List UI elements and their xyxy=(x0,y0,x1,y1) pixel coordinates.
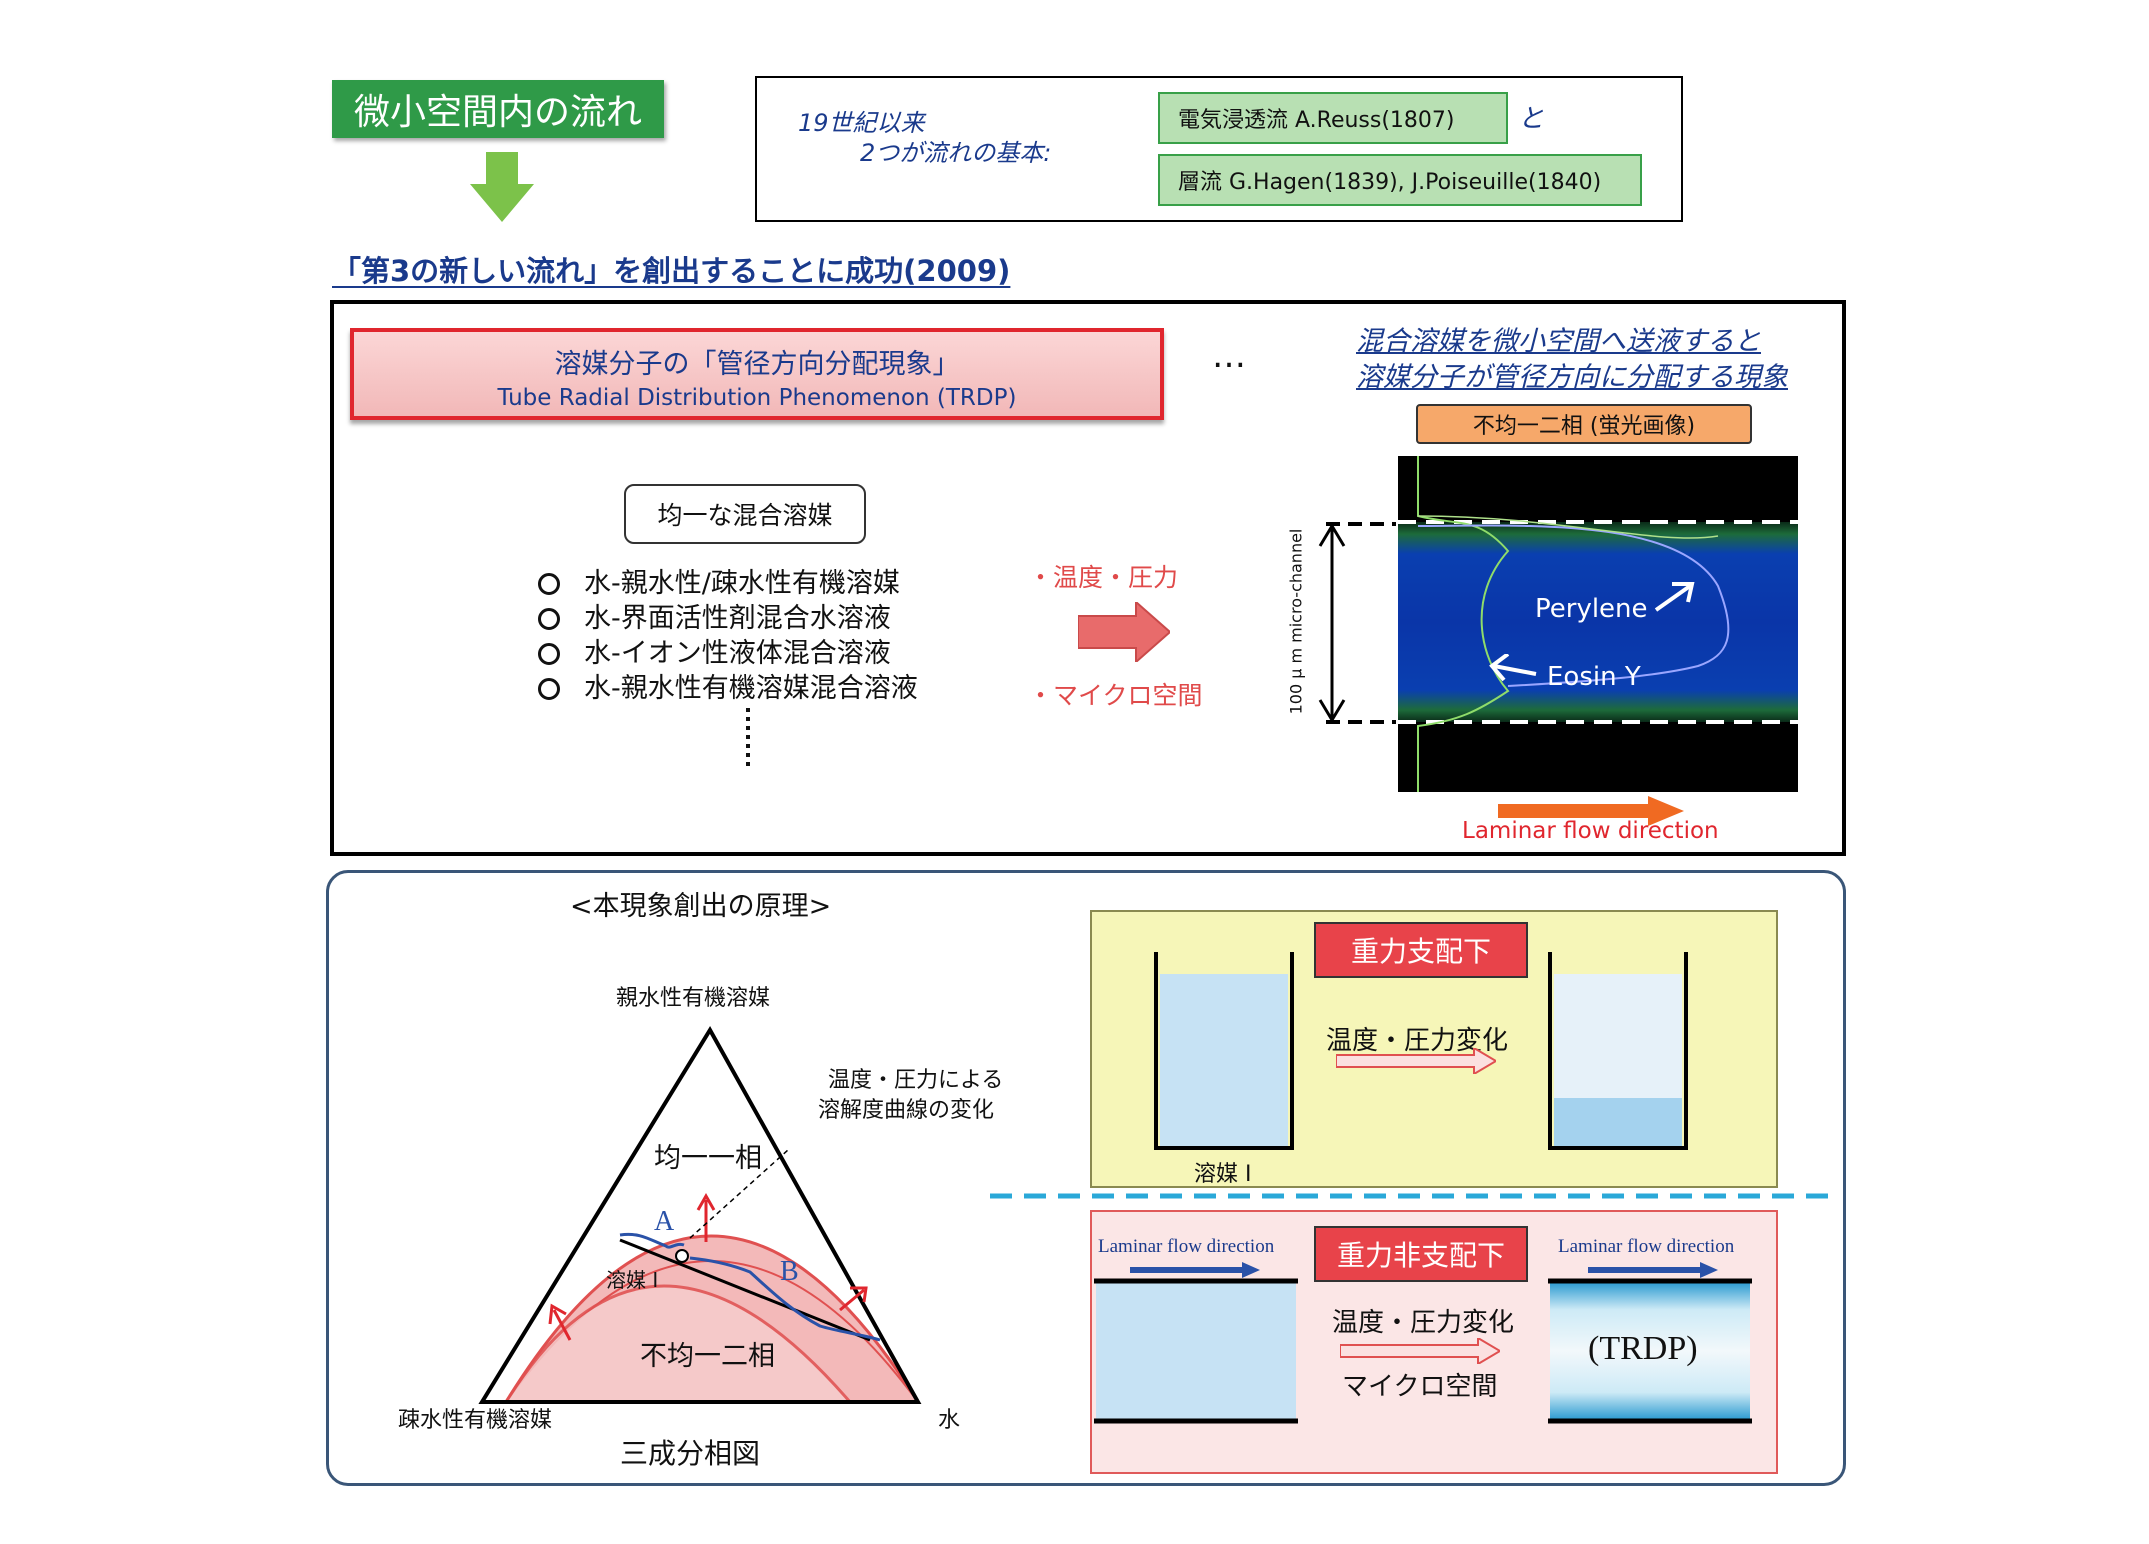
beaker-before xyxy=(1154,952,1294,1150)
right-arrow-icon xyxy=(1078,602,1170,662)
list-item-text: 水-親水性有機溶媒混合溶液 xyxy=(584,673,918,704)
apex-right-label: 水 xyxy=(938,1408,961,1433)
principle-heading: <本現象創出の原理> xyxy=(570,891,832,922)
perylene-arrow-icon xyxy=(1654,582,1695,612)
desc-line-1: 混合溶媒を微小空間へ送液すると xyxy=(1356,326,1761,357)
trdp-panel xyxy=(330,300,1846,856)
trdp-label: (TRDP) xyxy=(1588,1330,1698,1367)
principle-panel xyxy=(326,870,1846,1486)
change-label-2: 温度・圧力変化 xyxy=(1332,1308,1515,1338)
desc-line-2: 溶媒分子が管径方向に分配する現象 xyxy=(1356,362,1788,393)
ellipsis: … xyxy=(1212,336,1250,376)
divider xyxy=(990,1193,1830,1199)
trdp-title-jp: 溶媒分子の「管径方向分配現象」 xyxy=(554,349,960,380)
change-arrow-2-icon xyxy=(1340,1338,1500,1364)
nongravity-label: 重力非支配下 xyxy=(1314,1226,1528,1282)
apex-left-label: 疎水性有機溶媒 xyxy=(398,1408,553,1433)
beaker-label: 溶媒 I xyxy=(1194,1162,1252,1187)
condition-temperature: ・温度・圧力 xyxy=(1028,563,1179,592)
history-line-2: 2つが流れの基本: xyxy=(860,139,1052,167)
flow-electroosmotic: 電気浸透流 A.Reuss(1807) xyxy=(1158,92,1508,144)
channel-before xyxy=(1094,1278,1298,1424)
curve-note-2: 溶解度曲線の変化 xyxy=(818,1098,995,1123)
history-box xyxy=(755,76,1683,222)
axis-label: 100 μ m micro-channel xyxy=(1286,528,1306,715)
apex-top-label: 親水性有機溶媒 xyxy=(616,986,771,1011)
list-item: 水-親水性有機溶媒混合溶液 xyxy=(538,671,918,706)
diagram-title: 三成分相図 xyxy=(620,1437,761,1470)
channel-image xyxy=(1398,456,1798,792)
laminar-arrow-2-icon xyxy=(1588,1262,1718,1278)
success-heading: 「第3の新しい流れ」を創出することに成功(2009) xyxy=(332,254,1011,288)
list-item-text: 水-親水性/疎水性有機溶媒 xyxy=(584,568,900,599)
history-text: 19世紀以来 2つが流れの基本: xyxy=(798,108,1051,168)
list-item: 水-イオン性液体混合溶液 xyxy=(538,636,918,671)
laminar-arrow-1-icon xyxy=(1130,1262,1260,1278)
channel-after xyxy=(1548,1278,1752,1424)
curve-note-1: 温度・圧力による xyxy=(828,1068,1004,1093)
fluorescence-label: 不均一二相 (蛍光画像) xyxy=(1416,404,1752,444)
trdp-description: 混合溶媒を微小空間へ送液すると 溶媒分子が管径方向に分配する現象 xyxy=(1356,324,1788,396)
fluorescence-image xyxy=(1398,456,1798,792)
eosin-label: Eosin Y xyxy=(1547,662,1641,692)
channel-scale xyxy=(1318,522,1396,724)
homogeneous-box: 均一な混合溶媒 xyxy=(624,484,866,544)
list-item-text: 水-界面活性剤混合水溶液 xyxy=(584,603,891,634)
laminar-label-2: Laminar flow direction xyxy=(1558,1236,1735,1257)
list-item: 水-界面活性剤混合水溶液 xyxy=(538,601,918,636)
solvent-point-label: 溶媒 I xyxy=(606,1268,659,1292)
solvent-list: 水-親水性/疎水性有機溶媒 水-界面活性剤混合水溶液 水-イオン性液体混合溶液 … xyxy=(538,566,918,706)
history-line-1: 19世紀以来 xyxy=(798,109,925,137)
vertical-dots xyxy=(746,708,750,770)
down-arrow-icon xyxy=(470,152,534,222)
gravity-label: 重力支配下 xyxy=(1314,922,1528,978)
condition-micro: ・マイクロ空間 xyxy=(1028,681,1203,710)
flow-laminar: 層流 G.Hagen(1839), J.Poiseuille(1840) xyxy=(1158,154,1642,206)
list-item-text: 水-イオン性液体混合溶液 xyxy=(584,638,891,669)
label-a: A xyxy=(654,1206,675,1237)
laminar-label-1: Laminar flow direction xyxy=(1098,1236,1275,1257)
flow-direction-label: Laminar flow direction xyxy=(1462,818,1719,844)
perylene-label: Perylene xyxy=(1535,594,1648,624)
conjunction: と xyxy=(1518,104,1545,134)
label-b: B xyxy=(780,1256,799,1287)
eosin-arrow-icon xyxy=(1489,654,1537,682)
flow-arrow-icon xyxy=(1498,796,1684,826)
ternary-phase-diagram xyxy=(478,1026,922,1404)
beaker-after xyxy=(1548,952,1688,1150)
change-arrow-icon xyxy=(1336,1048,1496,1074)
trdp-title-box: 溶媒分子の「管径方向分配現象」 Tube Radial Distribution… xyxy=(350,328,1164,420)
microspace-label: マイクロ空間 xyxy=(1342,1372,1498,1402)
one-phase-label: 均一一相 xyxy=(654,1143,762,1174)
two-phase-label: 不均一二相 xyxy=(640,1341,775,1372)
list-item: 水-親水性/疎水性有機溶媒 xyxy=(538,566,918,601)
section-title: 微小空間内の流れ xyxy=(332,80,664,138)
trdp-title-en: Tube Radial Distribution Phenomenon (TRD… xyxy=(497,385,1017,411)
